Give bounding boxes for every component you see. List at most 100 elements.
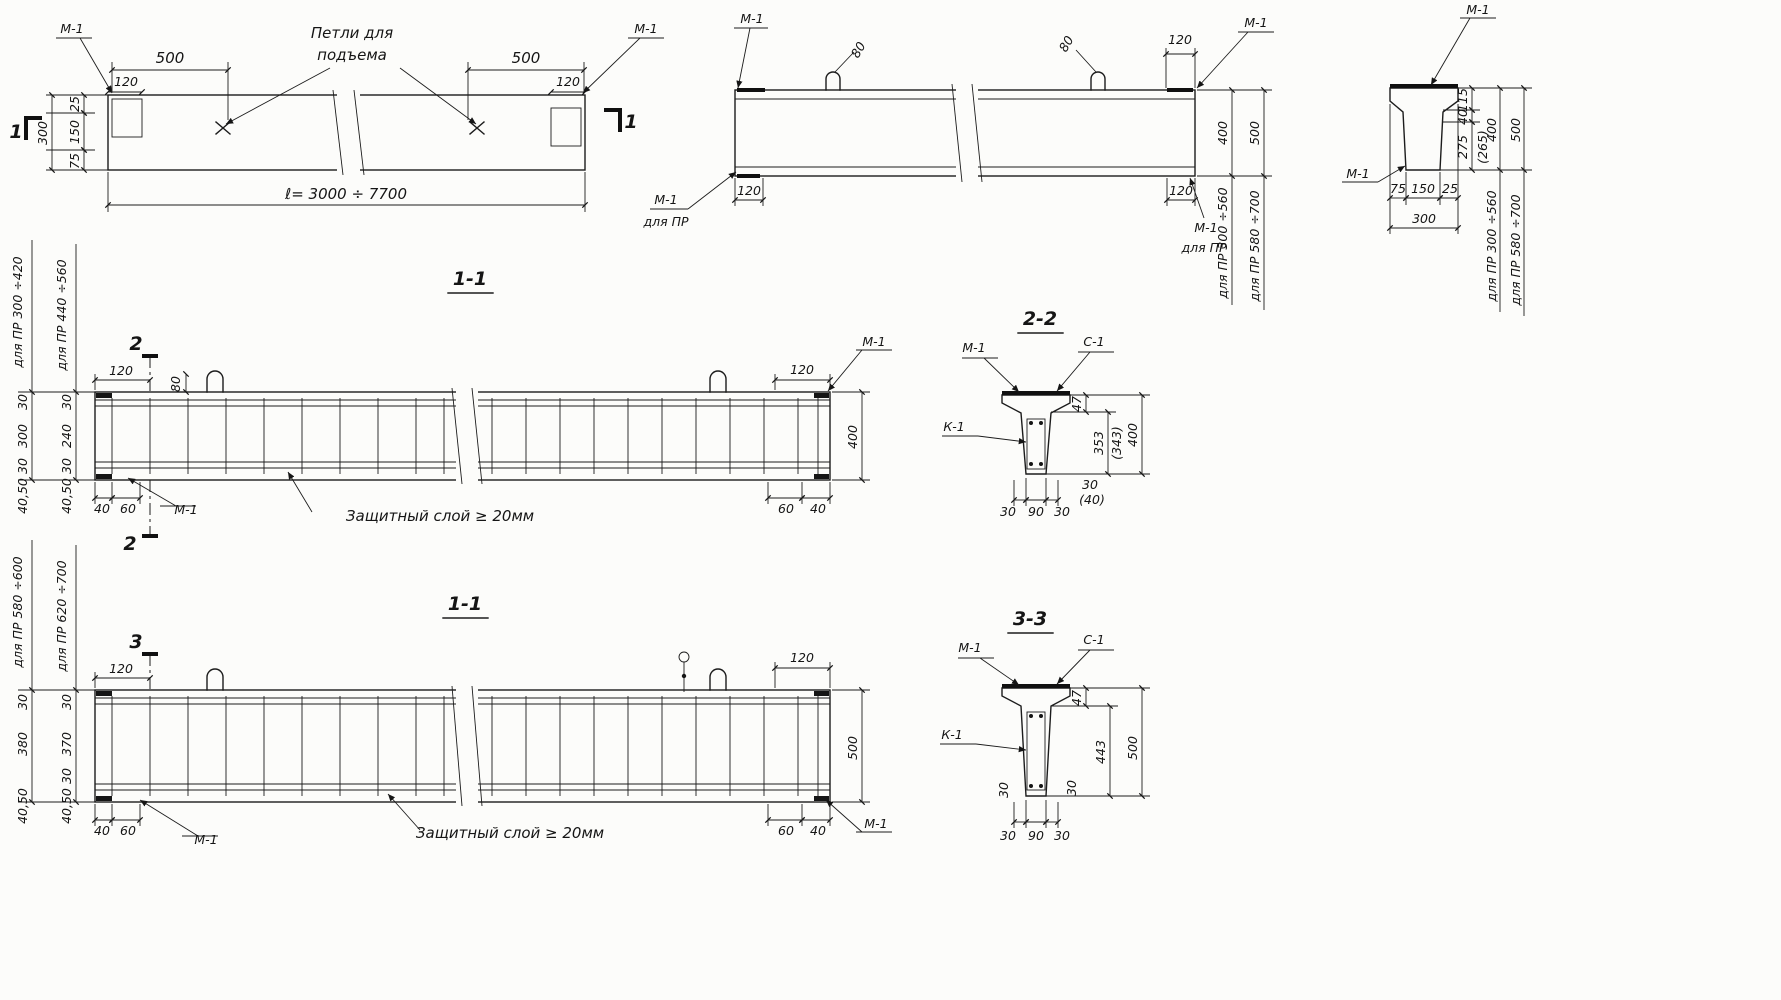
s11b-dim-60-br: 60 [778, 823, 794, 838]
bar-position-mark [678, 651, 690, 663]
s11b-col2-range: для ПР 620 ÷700 [54, 560, 69, 672]
s11b-col2-d1: 30 [59, 694, 74, 710]
lifting-loop [206, 668, 224, 691]
plan-dim-500-left: 500 [156, 49, 185, 67]
side-pr-range-1: для ПР 300 ÷560 [1215, 187, 1230, 299]
side-dim-400: 400 [1215, 121, 1230, 145]
side-dim-120-top-right: 120 [1168, 32, 1192, 47]
s11b-col1-d3: 40,50 [15, 788, 30, 824]
side-dim-80-left: 80 [848, 39, 869, 60]
plan-section-mark-1-right: 1 [624, 111, 637, 133]
plan-m1-left-label: М-1 [60, 21, 83, 36]
section-mark-3-top: 3 [129, 631, 142, 653]
xsec-dim-400: 400 [1484, 118, 1499, 142]
xsec-dim-275: 275 [1455, 135, 1470, 159]
plan-dim-500-right: 500 [512, 49, 541, 67]
s11t-col2-d3: 30 [59, 458, 74, 474]
lifting-loop [1090, 71, 1106, 91]
side-pr-bottom-left-label: для ПР [642, 214, 689, 229]
s33-c1-label: С-1 [1083, 632, 1104, 647]
side-dim-80-right: 80 [1056, 33, 1077, 54]
lifting-loop-mark [469, 121, 485, 135]
lifting-loop [709, 370, 727, 393]
s22-dim-400: 400 [1125, 423, 1140, 447]
side-elevation-view: М-1 М-1 80 80 120 120 М-1 для ПР 120 М-1… [642, 11, 1274, 310]
plan-dim-25: 25 [67, 96, 82, 112]
side-m1-top-left-label: М-1 [740, 11, 763, 26]
s22-m1-label: М-1 [962, 340, 985, 355]
plan-m1-right-label: М-1 [634, 21, 657, 36]
section-2-2-view: 2-2 М-1 С-1 К-1 47 353 (343) 400 30 (40)… [942, 308, 1150, 519]
side-pr-bottom-right-label: для ПР [1180, 240, 1227, 255]
s33-dim-500: 500 [1125, 736, 1140, 760]
s11b-col2-d2: 370 [59, 732, 74, 756]
lifting-loop-mark [215, 121, 231, 135]
s33-k1-label: К-1 [941, 727, 962, 742]
s11b-dim-500: 500 [845, 736, 860, 760]
s11t-col1-d1: 30 [15, 394, 30, 410]
side-m1-top-right-label: М-1 [1244, 15, 1267, 30]
s11t-dim-60-bl: 60 [120, 501, 136, 516]
s11t-col2-d2: 240 [59, 424, 74, 448]
plan-length-dim: ℓ= 3000 ÷ 7700 [284, 185, 407, 203]
xsec-dim-40: 40 [1455, 109, 1470, 125]
s11t-col2-d1: 30 [59, 394, 74, 410]
side-dim-120-bottom-right: 120 [1169, 183, 1193, 198]
stirrups [111, 398, 819, 474]
tbeam-section-outline [1001, 687, 1071, 797]
s11b-col1-range: для ПР 580 ÷600 [10, 556, 25, 668]
s11t-col2-range: для ПР 440 ÷560 [54, 259, 69, 371]
s22-dim-47: 47 [1069, 396, 1084, 412]
xsec-dim-75: 75 [1390, 181, 1406, 196]
s22-dim-40-left: (40) [1079, 492, 1105, 507]
s11t-dim-40-br: 40 [810, 501, 826, 516]
plan-dim-120-right: 120 [556, 74, 580, 89]
s22-dim-343: (343) [1109, 426, 1124, 460]
s11b-col1-d2: 380 [15, 732, 30, 756]
stirrups [111, 696, 819, 796]
s11t-col2-d4: 40,50 [59, 478, 74, 514]
s33-m1-label: М-1 [958, 640, 981, 655]
xsec-dim-300: 300 [1412, 211, 1436, 226]
s11t-dim-60-br: 60 [778, 501, 794, 516]
section-3-3-view: 3-3 М-1 С-1 К-1 47 443 500 30 30 30 90 3… [940, 608, 1150, 843]
s22-dim-353: 353 [1091, 431, 1106, 455]
s11t-m1-top-right: М-1 [862, 334, 885, 349]
s33-dim-30-right: 30 [1064, 780, 1079, 796]
section-mark-2-bottom: 2 [123, 533, 136, 555]
side-dim-500: 500 [1247, 121, 1262, 145]
s22-c1-label: С-1 [1083, 334, 1104, 349]
s22-dim-b2: 90 [1028, 504, 1044, 519]
section-1-1-bottom-title: 1-1 [448, 593, 482, 615]
side-dim-120-bottom-left: 120 [737, 183, 761, 198]
s22-dim-b3: 30 [1054, 504, 1070, 519]
s11b-m1-bottom-right: М-1 [864, 816, 887, 831]
s11t-col1-d4: 40,50 [15, 478, 30, 514]
lifting-loops-label-line2: подъема [317, 46, 387, 64]
section-2-2-title: 2-2 [1023, 308, 1057, 330]
s33-dim-b3: 30 [1054, 828, 1070, 843]
xsec-dim-150: 150 [1411, 181, 1435, 196]
xsec-pr-range-1: для ПР 300 ÷560 [1484, 190, 1499, 302]
s11t-dim-120-tl: 120 [109, 363, 133, 378]
tbeam-section-outline [1001, 394, 1071, 475]
s11b-dim-120-tr: 120 [790, 650, 814, 665]
s33-dim-b1: 30 [1000, 828, 1016, 843]
s11t-col1-d3: 30 [15, 458, 30, 474]
s11b-dim-40-bl: 40 [94, 823, 110, 838]
plan-section-mark-1-left: 1 [9, 121, 22, 143]
s22-dim-30-left: 30 [1082, 477, 1098, 492]
plan-dim-75: 75 [67, 153, 82, 169]
plan-dim-150: 150 [67, 120, 82, 144]
s22-dim-b1: 30 [1000, 504, 1016, 519]
side-m1-bottom-left-label: М-1 [654, 192, 677, 207]
s33-dim-47: 47 [1069, 690, 1084, 706]
s11b-dim-120-tl: 120 [109, 661, 133, 676]
lifting-loop [825, 71, 841, 91]
s33-dim-30-left: 30 [996, 782, 1011, 798]
xsec-dim-25: 25 [1442, 181, 1458, 196]
tbeam-section-outline [1389, 87, 1459, 171]
s33-dim-443: 443 [1093, 740, 1108, 764]
